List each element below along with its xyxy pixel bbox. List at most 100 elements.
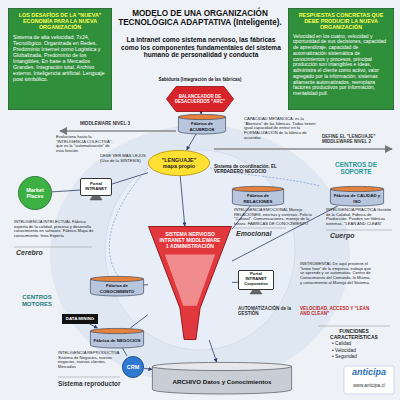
oval-outline — [122, 356, 143, 377]
node-label: Fábrica de NEGOCIOS — [92, 338, 142, 343]
node-label: Portal INTRANET Corporativo — [241, 272, 271, 286]
challenge-box: LOS DESAFÍOS DE LA "NUEVA" ECONOMÍA PARA… — [8, 8, 112, 110]
connector — [52, 190, 80, 192]
background-halo — [50, 125, 350, 385]
note-text: INTELIGENCIA PRÁCTICA Gestión de la Cali… — [326, 208, 394, 227]
connector — [123, 348, 127, 356]
middleware-label: DEFINE EL "LENGUAJE" MIDDLEWARE NIVEL 2 — [322, 134, 388, 144]
response-box: RESPUESTAS CONCRETAS QUE DEBE PRODUCIR L… — [288, 8, 394, 110]
background-halo — [105, 150, 295, 350]
oval-outline — [18, 176, 51, 209]
connector — [201, 112, 202, 114]
connector — [209, 340, 216, 362]
node-body: Sistema de alta velocidad, 7x24, Tecnoló… — [13, 34, 107, 83]
node-label: SISTEMA NERVIOSO INTRANET MIDDLEWARE 1 A… — [158, 232, 222, 249]
note-text: Sistema de coordinación. EL VERDADERO NE… — [214, 164, 298, 175]
monitor-stand — [90, 196, 102, 201]
note-text: AUTOMATIZACIÓN de la GESTIÓN — [238, 306, 292, 317]
note-text: INTELIGENCIA EMOCIONAL Manejo RELACIONES… — [234, 208, 320, 227]
part-name: Cerebro — [16, 249, 66, 257]
note-text: CAPACIDAD METANOICA: es la "Abertura" de… — [244, 117, 320, 141]
cylinder-top — [152, 362, 291, 370]
box-outline — [288, 8, 393, 109]
node-label: CRM — [122, 364, 144, 370]
factory-cylinder: Fábrica de RELACIONES — [232, 186, 284, 206]
box-outline — [8, 8, 111, 109]
connector — [90, 324, 98, 328]
note-text: INTELIGENCIA INTELECTUAL Fábrica experta… — [14, 220, 94, 239]
note-text: VELOCIDAD, ACCESO Y "LEAN AND CLEAN" — [300, 306, 372, 317]
cylinder-top — [232, 186, 283, 191]
factory-cylinder: Fábrica de CONOCIMIENTO — [90, 276, 144, 296]
portal-monitor: Portal INTRANET Corporativo — [238, 270, 274, 294]
cylinder-top — [178, 114, 225, 119]
middleware-label: MIDDLEWARE NIVEL 3 — [80, 121, 144, 126]
factory-cylinder: Fábrica de ACUERDOS — [178, 114, 226, 134]
group-title: CENTROS MOTORES — [12, 294, 62, 308]
bracket-line — [14, 247, 92, 248]
middleware-arrow — [60, 130, 176, 132]
node-label: "LENGUAJE" mapa propio — [156, 157, 202, 169]
nervous-funnel: SISTEMA NERVIOSO INTRANET MIDDLEWARE 1 A… — [148, 226, 232, 340]
bracket-line — [326, 230, 392, 231]
level-label: Sabiduría (Integración de las fábricas) — [150, 77, 250, 82]
note-text: INSTRUMENTAL De aquí proviene el "know h… — [300, 262, 372, 286]
factory-cylinder: Fábrica de NEGOCIOS — [90, 328, 144, 348]
subtitle: La intranet como sistema nervioso, las f… — [120, 36, 282, 59]
balancer-shape: BALANCEADOR DE DESACUERDOS "ARC" — [166, 86, 234, 112]
bracket-line — [234, 228, 286, 229]
logo-frame — [344, 366, 394, 394]
node-body: Velocidad en los cuatro, velocidad y opo… — [293, 34, 389, 97]
node-label: Market Places — [22, 187, 48, 199]
connector — [112, 173, 148, 184]
note-text: Evoluciona hasta la "INTELIGENCIA COLECT… — [56, 135, 118, 154]
node-label: Portal INTRANET — [83, 182, 109, 192]
connector — [180, 176, 185, 226]
data-mining-box: DATA MINING — [62, 314, 98, 324]
node-label: DATA MINING — [63, 316, 97, 321]
node-outline — [152, 362, 292, 394]
language-oval: "LENGUAJE" mapa propio — [148, 150, 210, 176]
list-item: • Calidad — [332, 341, 392, 347]
bracket-line — [318, 326, 390, 327]
hexagon-outline — [167, 87, 234, 112]
group-title: CENTROS DE SOPORTE — [322, 161, 390, 176]
connector — [232, 282, 238, 283]
node-label: Fábrica de RELACIONES — [234, 193, 282, 203]
node-label: Fábrica de ACUERDOS — [180, 121, 224, 131]
connector — [144, 368, 152, 370]
note-text: INTELIGENCIA REPRODUCTIVA Sistema de Neg… — [58, 351, 120, 370]
logo-text: anticipa — [344, 367, 394, 377]
cylinder-top — [90, 276, 143, 281]
node-label: ARCHIVO Datos y Conocimientos — [158, 378, 286, 385]
middleware-arrow — [214, 148, 392, 150]
connector — [130, 315, 148, 328]
coordination-line — [109, 168, 148, 276]
funnel-outline — [149, 227, 232, 340]
part-name: Cuerpo — [330, 232, 380, 240]
archive-cylinder: ARCHIVO Datos y Conocimientos — [152, 362, 292, 394]
note-text: DESE VER MAS LEJOS (Uso de la SÍNTESIS) — [100, 154, 146, 164]
node-label: RESPUESTAS CONCRETAS QUE DEBE PRODUCIR L… — [293, 12, 389, 31]
portal-monitor: Portal INTRANET — [80, 178, 112, 200]
node-label: Fábrica de CONOCIMIENTO — [92, 283, 142, 293]
factory-cylinder: Fábrica de CALIDAD y ISO — [330, 186, 384, 206]
website: www.anticipa.cl — [344, 383, 394, 388]
list-item: • Seguridad — [332, 354, 392, 360]
monitor-screen — [81, 179, 112, 196]
market-circle: Market Places — [18, 176, 52, 210]
funnel-highlight — [165, 255, 215, 306]
bracket-line — [58, 377, 120, 378]
connector — [187, 134, 196, 150]
list-item: • Velocidad — [332, 348, 392, 354]
oval-outline — [148, 150, 209, 175]
cylinder-top — [90, 328, 143, 333]
part-name: Emocional — [236, 230, 286, 238]
part-name: Sistema reproductor — [58, 380, 150, 387]
node-label: Fábrica de CALIDAD y ISO — [332, 193, 382, 203]
crm-circle: CRM — [122, 356, 144, 378]
connector — [232, 206, 338, 261]
connector — [144, 284, 148, 285]
cylinder-top — [330, 186, 383, 191]
